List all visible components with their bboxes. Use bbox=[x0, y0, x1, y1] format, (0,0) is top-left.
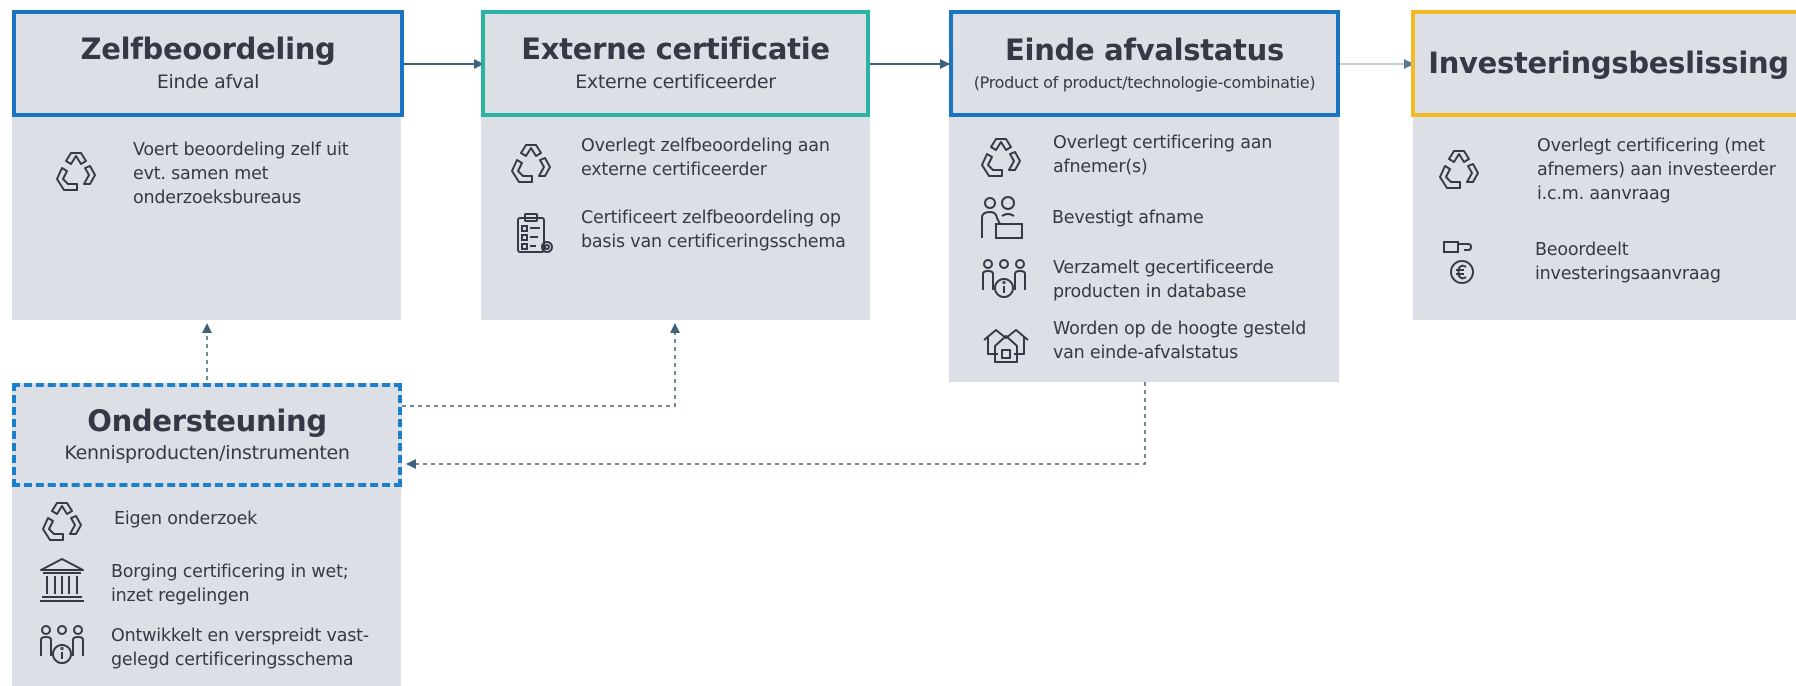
external-certification-item-2: Certificeert zelfbeoordeling op basis va… bbox=[581, 208, 846, 252]
support-item-2: Borging certificering in wet; inzet rege… bbox=[111, 562, 349, 606]
recycle-icon bbox=[52, 146, 100, 194]
hand-money-euro-icon bbox=[1438, 238, 1486, 286]
end-of-waste-item-1: Overlegt certificering aan afnemer(s) bbox=[1053, 133, 1273, 177]
group-info-icon bbox=[38, 622, 86, 670]
dashed-endofwaste-to-support bbox=[406, 382, 1146, 469]
recycle-icon bbox=[977, 132, 1025, 180]
support-item-3: Ontwikkelt en verspreidt vast-gelegd cer… bbox=[111, 626, 369, 670]
end-of-waste-header: Einde afvalstatus (Product of product/te… bbox=[949, 10, 1340, 117]
houses-icon bbox=[982, 318, 1030, 366]
recycle-icon bbox=[1435, 144, 1483, 192]
support-title: Ondersteuning bbox=[87, 403, 327, 438]
investment-panel bbox=[1413, 116, 1796, 320]
recycle-icon bbox=[507, 138, 555, 186]
recycle-icon bbox=[38, 496, 86, 544]
external-certification-header: Externe certificatie Externe certificeer… bbox=[481, 10, 870, 117]
self-assessment-title: Zelfbeoordeling bbox=[80, 32, 336, 67]
self-assessment-item-1: Voert beoordeling zelf uit evt. samen me… bbox=[133, 140, 349, 208]
support-header: Ondersteuning Kennisproducten/instrument… bbox=[12, 383, 402, 487]
group-info-icon bbox=[980, 256, 1028, 304]
dashed-support-to-external bbox=[402, 323, 680, 407]
clipboard-checklist-icon bbox=[510, 210, 558, 258]
self-assessment-panel bbox=[12, 116, 401, 320]
investment-title: Investeringsbeslissing bbox=[1428, 45, 1789, 80]
end-of-waste-item-4: Worden op de hoogte gesteld van einde-af… bbox=[1053, 319, 1307, 363]
external-certification-item-1: Overlegt zelfbeoordeling aan externe cer… bbox=[581, 136, 830, 180]
external-certification-subtitle: Externe certificeerder bbox=[575, 70, 776, 93]
end-of-waste-item-2: Bevestigt afname bbox=[1052, 208, 1204, 228]
external-certification-title: Externe certificatie bbox=[521, 32, 830, 67]
support-item-1: Eigen onderzoek bbox=[114, 509, 258, 529]
government-building-icon bbox=[38, 556, 86, 604]
self-assessment-subtitle: Einde afval bbox=[156, 70, 260, 93]
support-subtitle: Kennisproducten/instrumenten bbox=[64, 442, 350, 465]
end-of-waste-title: Einde afvalstatus bbox=[1005, 33, 1284, 68]
external-certification-panel bbox=[481, 116, 870, 320]
end-of-waste-item-3: Verzamelt gecertificeerde producten in d… bbox=[1053, 258, 1274, 302]
self-assessment-header: Zelfbeoordeling Einde afval bbox=[12, 10, 404, 117]
investment-item-2: Beoordeelt investeringsaanvraag bbox=[1535, 240, 1721, 284]
end-of-waste-subtitle: (Product of product/technologie-combinat… bbox=[973, 72, 1316, 92]
investment-header: Investeringsbeslissing bbox=[1411, 10, 1796, 117]
buyer-desk-icon bbox=[978, 194, 1026, 242]
investment-item-1: Overlegt certificering (met afnemers) aa… bbox=[1537, 136, 1776, 204]
